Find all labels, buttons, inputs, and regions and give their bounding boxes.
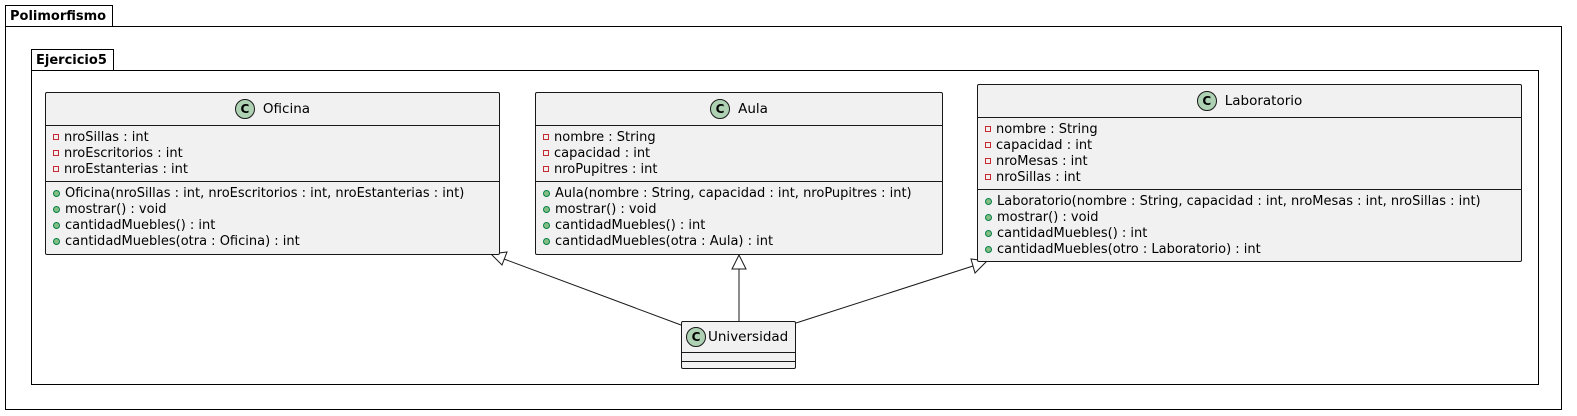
method: cantidadMuebles(otro : Laboratorio) : in… [978,241,1521,257]
class-name-oficina: Oficina [262,101,311,117]
method-text: Aula(nombre : String, capacidad : int, n… [555,185,912,201]
methods-laboratorio: Laboratorio(nombre : String, capacidad :… [978,190,1521,261]
edge-universidad-oficina [503,258,682,326]
method-text: mostrar() : void [997,209,1099,225]
method: Oficina(nroSillas : int, nroEscritorios … [46,185,499,201]
attribute-text: nroSillas : int [64,129,149,145]
private-visibility-icon [985,142,991,148]
public-visibility-icon [543,221,550,229]
method: cantidadMuebles(otra : Oficina) : int [46,233,499,249]
attribute: capacidad : int [978,137,1521,153]
method-text: mostrar() : void [65,201,167,217]
attribute: nroSillas : int [46,129,499,145]
attributes-oficina: nroSillas : int nroEscritorios : int nro… [46,126,499,182]
private-visibility-icon [985,158,991,164]
class-header-oficina: C Oficina [46,93,499,126]
attribute-text: nombre : String [554,129,656,145]
method: Aula(nombre : String, capacidad : int, n… [536,185,942,201]
attribute: capacidad : int [536,145,942,161]
private-visibility-icon [53,166,59,172]
public-visibility-icon [53,205,60,213]
class-name-aula: Aula [738,101,768,117]
public-visibility-icon [543,205,550,213]
package-ejercicio5 [31,70,1539,385]
attribute-text: nroMesas : int [996,153,1088,169]
method: cantidadMuebles() : int [978,225,1521,241]
package-name-polimorfismo: Polimorfismo [10,9,107,24]
private-visibility-icon [543,150,549,156]
public-visibility-icon [543,189,550,197]
public-visibility-icon [53,237,60,245]
attribute-text: nroPupitres : int [554,161,658,177]
public-visibility-icon [53,189,60,197]
method: cantidadMuebles(otra : Aula) : int [536,233,942,249]
class-name-universidad: Universidad [708,329,789,345]
class-name-laboratorio: Laboratorio [1224,93,1303,109]
arrowhead-aula [731,253,747,270]
public-visibility-icon [985,229,992,237]
class-header-aula: C Aula [536,93,942,126]
method: cantidadMuebles() : int [536,217,942,233]
attribute: nroSillas : int [978,169,1521,185]
attributes-universidad [682,353,795,362]
public-visibility-icon [543,237,550,245]
class-header-laboratorio: C Laboratorio [978,85,1521,118]
method-text: cantidadMuebles(otra : Oficina) : int [65,233,300,249]
private-visibility-icon [53,134,59,140]
method: cantidadMuebles() : int [46,217,499,233]
method-text: Oficina(nroSillas : int, nroEscritorios … [65,185,465,201]
private-visibility-icon [543,166,549,172]
attributes-aula: nombre : String capacidad : int nroPupit… [536,126,942,182]
attribute-text: capacidad : int [996,137,1093,153]
package-polimorfismo [5,26,1562,410]
method-text: mostrar() : void [555,201,657,217]
public-visibility-icon [985,197,992,205]
method-text: cantidadMuebles() : int [555,217,706,233]
attribute-text: nroEstanterias : int [64,161,188,177]
edge-universidad-laboratorio [795,265,974,324]
private-visibility-icon [53,150,59,156]
attribute: nroEscritorios : int [46,145,499,161]
method: mostrar() : void [46,201,499,217]
method: Laboratorio(nombre : String, capacidad :… [978,193,1521,209]
public-visibility-icon [985,213,992,221]
methods-aula: Aula(nombre : String, capacidad : int, n… [536,182,942,253]
attribute: nombre : String [536,129,942,145]
attribute: nroMesas : int [978,153,1521,169]
package-tab-polimorfismo: Polimorfismo [5,5,114,27]
class-badge-icon: C [710,99,731,119]
public-visibility-icon [985,245,992,253]
method: mostrar() : void [536,201,942,217]
private-visibility-icon [543,134,549,140]
methods-universidad [682,362,795,370]
class-universidad[interactable]: C Universidad [681,321,796,369]
attribute-text: nombre : String [996,121,1098,137]
method-text: Laboratorio(nombre : String, capacidad :… [997,193,1481,209]
package-name-ejercicio5: Ejercicio5 [36,53,107,68]
class-header-universidad: C Universidad [682,322,795,353]
attribute-text: nroSillas : int [996,169,1081,185]
private-visibility-icon [985,126,991,132]
attribute: nroEstanterias : int [46,161,499,177]
attribute-text: nroEscritorios : int [64,145,183,161]
class-badge-icon: C [1196,91,1217,111]
public-visibility-icon [53,221,60,229]
attribute-text: capacidad : int [554,145,651,161]
methods-oficina: Oficina(nroSillas : int, nroEscritorios … [46,182,499,253]
class-aula[interactable]: C Aula nombre : String capacidad : int n… [535,92,943,255]
attributes-laboratorio: nombre : String capacidad : int nroMesas… [978,118,1521,190]
attribute: nombre : String [978,121,1521,137]
method: mostrar() : void [978,209,1521,225]
package-tab-ejercicio5: Ejercicio5 [31,49,114,71]
method-text: cantidadMuebles(otra : Aula) : int [555,233,774,249]
private-visibility-icon [985,174,991,180]
attribute: nroPupitres : int [536,161,942,177]
class-laboratorio[interactable]: C Laboratorio nombre : String capacidad … [977,84,1522,262]
method-text: cantidadMuebles() : int [997,225,1148,241]
method-text: cantidadMuebles() : int [65,217,216,233]
class-badge-icon: C [234,99,255,119]
class-badge-icon: C [686,327,706,347]
method-text: cantidadMuebles(otro : Laboratorio) : in… [997,241,1261,257]
class-oficina[interactable]: C Oficina nroSillas : int nroEscritorios… [45,92,500,255]
